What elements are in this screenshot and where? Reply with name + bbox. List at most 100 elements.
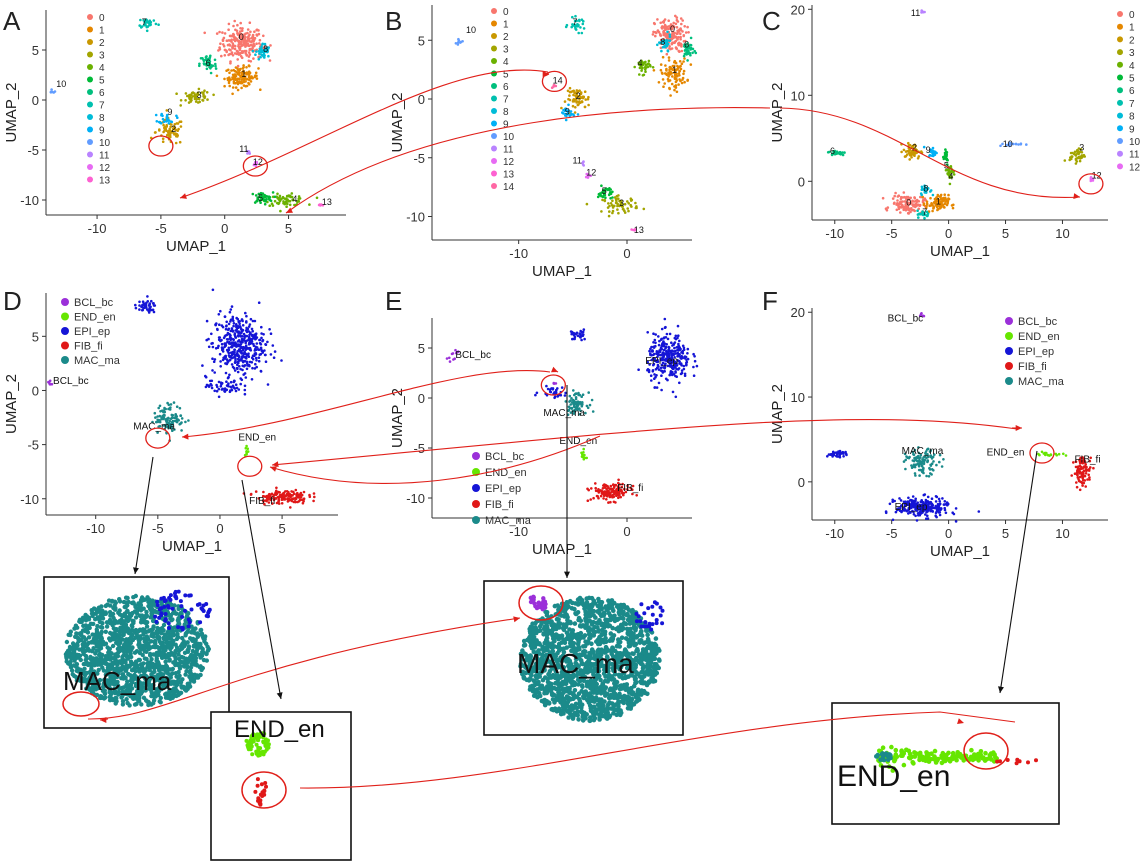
data-point (253, 352, 257, 355)
legend-swatch (61, 312, 69, 321)
data-point (947, 193, 950, 197)
legend-label: 8 (1129, 112, 1135, 123)
data-point (835, 150, 839, 154)
data-point (225, 69, 228, 72)
data-point (655, 374, 658, 377)
legend-swatch (491, 170, 497, 177)
cluster-label: END_en (987, 448, 1025, 459)
legend-swatch (87, 126, 93, 133)
data-point (240, 318, 244, 322)
data-point (677, 344, 681, 348)
data-point (255, 365, 258, 369)
legend-swatch (1117, 87, 1123, 94)
data-point (180, 417, 184, 420)
data-point (184, 99, 187, 102)
legend-swatch (472, 452, 480, 460)
data-point (237, 388, 241, 391)
data-point (1014, 142, 1018, 146)
data-point (664, 345, 668, 349)
data-point (612, 500, 616, 504)
legend-label: 11 (503, 145, 514, 156)
data-point (1080, 465, 1083, 469)
data-point (893, 201, 896, 205)
data-point (173, 416, 176, 420)
data-point (195, 97, 199, 101)
data-point (666, 49, 670, 52)
data-point (667, 56, 671, 59)
data-point (940, 203, 944, 207)
data-point (977, 510, 981, 513)
data-point (673, 40, 677, 44)
data-point (942, 205, 946, 209)
data-point (607, 214, 611, 218)
data-point (249, 60, 253, 63)
data-point (667, 349, 671, 353)
y-tick-label: 20 (791, 2, 805, 17)
data-point (626, 207, 629, 210)
data-point (198, 100, 201, 104)
legend-swatch (87, 89, 93, 95)
data-point (240, 50, 244, 53)
data-point (232, 68, 235, 72)
data-point (226, 376, 230, 380)
cluster-label: 3 (619, 198, 624, 208)
data-point (583, 105, 587, 109)
data-point (235, 70, 238, 74)
inset-point (198, 627, 204, 633)
data-point (894, 191, 897, 195)
data-point (667, 79, 670, 83)
legend-label: 1 (503, 20, 509, 31)
data-point (673, 346, 676, 350)
data-point (659, 68, 663, 72)
data-point (263, 199, 267, 203)
data-point (1076, 473, 1079, 477)
data-point (1084, 469, 1087, 472)
data-point (910, 464, 913, 467)
data-point (165, 109, 169, 112)
data-point (213, 358, 217, 361)
data-point (227, 384, 230, 388)
legend-swatch (491, 83, 497, 89)
cluster-label: 5 (602, 186, 607, 196)
data-point (664, 336, 668, 339)
data-point (239, 75, 243, 79)
data-point (666, 337, 670, 341)
cluster-label: 10 (1003, 139, 1013, 149)
data-point (600, 490, 604, 494)
inset-point (146, 629, 151, 634)
legend-swatch (491, 108, 497, 114)
data-point (664, 377, 668, 381)
data-point (617, 211, 620, 215)
data-point (269, 332, 273, 336)
data-point (568, 400, 571, 403)
data-point (267, 46, 271, 49)
data-point (162, 123, 165, 127)
data-point (207, 385, 211, 388)
data-point (312, 499, 315, 503)
data-point (228, 358, 232, 362)
data-point (657, 335, 660, 338)
data-point (1075, 481, 1078, 484)
data-point (237, 39, 241, 43)
cluster-label: 2 (171, 124, 176, 134)
data-point (222, 43, 225, 46)
data-point (254, 490, 258, 493)
data-point (155, 120, 159, 123)
data-point (248, 71, 252, 75)
data-point (946, 199, 950, 203)
data-point (654, 341, 657, 345)
data-point (144, 23, 147, 27)
x-axis-label: UMAP_1 (532, 541, 592, 558)
data-point (240, 81, 244, 85)
data-point (616, 208, 619, 211)
data-point (250, 378, 254, 381)
data-point (245, 53, 248, 57)
data-point (227, 348, 231, 352)
legend-swatch (87, 114, 93, 120)
legend-swatch (1117, 49, 1123, 56)
x-axis-label: UMAP_1 (532, 263, 592, 280)
data-point (1092, 466, 1095, 470)
data-point (228, 52, 231, 56)
legend-label: 9 (503, 120, 509, 131)
data-point (844, 450, 847, 454)
